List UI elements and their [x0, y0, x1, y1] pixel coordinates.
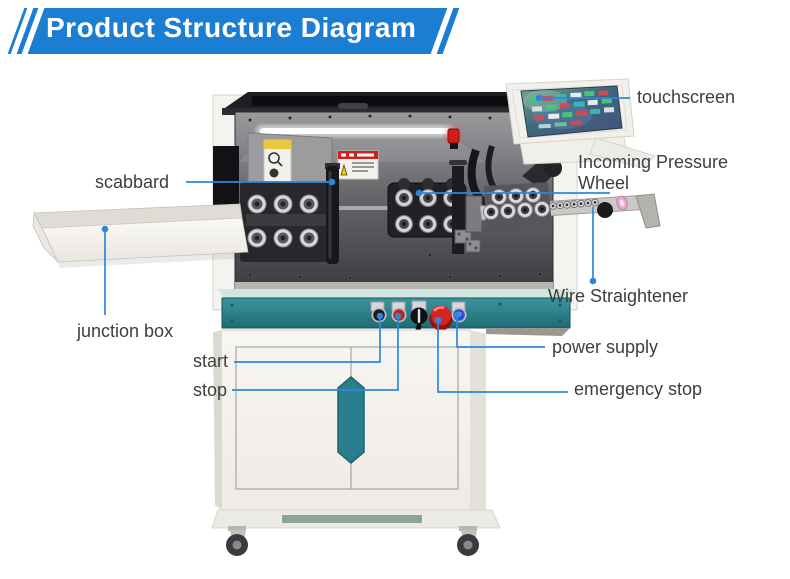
label-power-supply: power supply [552, 337, 659, 357]
label-wire-straightener: Wire Straightener [548, 286, 689, 306]
corner-brackets [454, 229, 481, 253]
stop-button [391, 301, 407, 323]
start-button [370, 301, 387, 323]
door-handle [337, 376, 365, 464]
label-junction-box: junction box [77, 321, 174, 341]
cabinet-doors [235, 346, 459, 490]
scabbard-part [325, 163, 340, 264]
callout-lines [101, 94, 630, 393]
touchscreen-screen [520, 85, 623, 138]
label-emergency-stop: emergency stop [574, 379, 703, 399]
selector-knob [410, 300, 428, 334]
lower-cabinet [211, 329, 501, 556]
tension-knob [597, 202, 613, 218]
label-start: start [193, 351, 229, 371]
wire-guide-eyelet [616, 195, 628, 211]
page-title: Product Structure Diagram [46, 12, 417, 43]
guide-rod [339, 206, 391, 210]
control-strip [218, 289, 574, 336]
caster-wheel [226, 526, 248, 556]
junction-box-tray [32, 203, 250, 268]
caster-wheel [457, 526, 479, 556]
label-touchscreen: touchscreen [637, 87, 736, 107]
left-roller-assembly [240, 182, 334, 262]
indicator-light [444, 126, 462, 149]
label-incoming-pressure-wheel: Incoming Pressure Wheel [578, 152, 729, 193]
wire-straightener-arm [465, 145, 661, 233]
danger-sticker-icon [337, 150, 379, 180]
label-stop: stop [193, 380, 228, 400]
label-scabbard: scabbard [95, 172, 170, 192]
power-button [451, 301, 467, 323]
